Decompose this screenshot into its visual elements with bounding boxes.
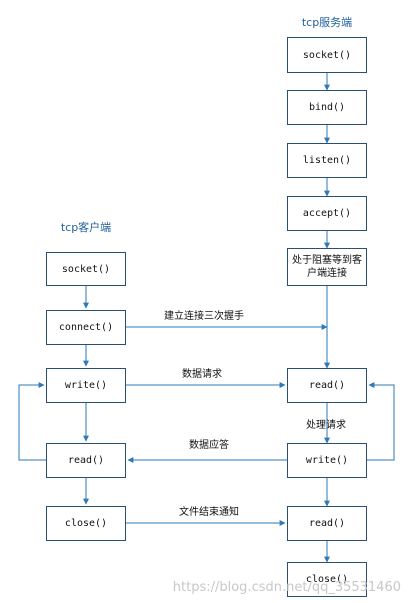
server-socket-box: socket() — [287, 37, 367, 73]
server-bind-box: bind() — [287, 90, 367, 125]
handle-label: 处理请求 — [306, 420, 346, 431]
server-listen-box: listen() — [287, 143, 367, 178]
eof-label: 文件结束通知 — [179, 507, 239, 518]
server-loop-arrow — [367, 382, 395, 461]
client-read-box: read() — [46, 443, 126, 478]
client-loop-arrow — [18, 382, 46, 461]
handshake-label: 建立连接三次握手 — [164, 311, 244, 322]
server-close-box: close() — [287, 562, 367, 597]
client-socket-box: socket() — [46, 252, 126, 286]
watermark: https://blog.csdn.net/qq_35531460 — [172, 580, 401, 595]
server-accept-box: accept() — [287, 196, 367, 231]
server-block-box: 处于阻塞等到客户端连接 — [287, 248, 367, 286]
request-label: 数据请求 — [182, 369, 222, 380]
response-label: 数据应答 — [189, 440, 229, 451]
client-title: tcp客户端 — [60, 221, 112, 234]
server-title: tcp服务端 — [301, 16, 353, 29]
client-write-box: write() — [46, 368, 126, 403]
server-read2-box: read() — [287, 506, 367, 541]
client-close-box: close() — [46, 506, 126, 541]
client-connect-box: connect() — [46, 310, 126, 345]
server-read-box: read() — [287, 368, 367, 403]
server-write-box: write() — [287, 443, 367, 478]
